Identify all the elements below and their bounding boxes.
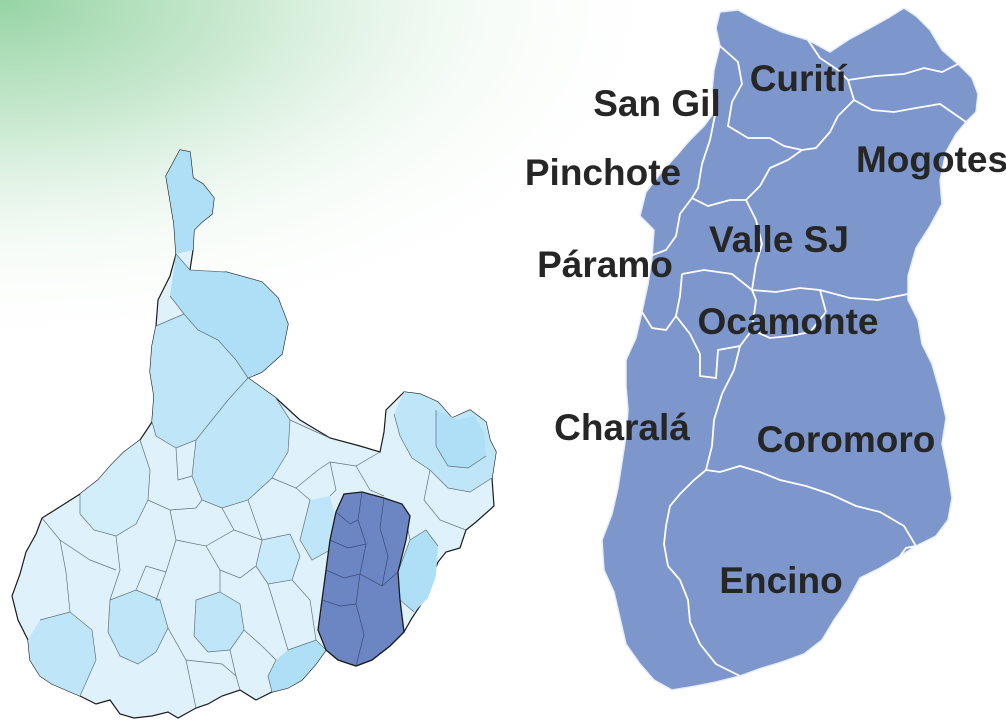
district-patch — [80, 440, 150, 536]
department-map — [11, 149, 497, 719]
region-label-coromoro: Coromoro — [757, 419, 936, 460]
province-outline — [601, 7, 979, 691]
district-patch — [256, 534, 300, 584]
district-patch — [170, 254, 288, 378]
region-label-ocamonte: Ocamonte — [698, 301, 879, 342]
district-patch — [192, 378, 290, 508]
district-boundaries — [39, 253, 493, 709]
district-patch — [398, 530, 438, 612]
municipality-boundaries — [641, 39, 967, 677]
region-label-charala: Charalá — [554, 407, 690, 448]
region-label-san-gil: San Gil — [593, 83, 720, 124]
highlighted-province-boundaries — [321, 491, 399, 667]
district-patch — [108, 590, 168, 664]
district-patch — [194, 592, 244, 652]
highlighted-province — [317, 491, 411, 667]
district-patch — [166, 150, 214, 254]
region-label-pinchote: Pinchote — [525, 152, 681, 193]
district-patch — [150, 314, 248, 448]
region-label-mogotes: Mogotes — [856, 139, 1006, 180]
region-label-paramo: Páramo — [537, 244, 673, 285]
region-label-curiti: Curití — [750, 58, 848, 99]
district-patch — [436, 410, 486, 468]
province-detail-map: Curití San Gil Mogotes Pinchote Valle SJ… — [525, 7, 1006, 691]
district-patch — [268, 640, 326, 692]
district-patch — [300, 496, 336, 560]
district-patch — [28, 612, 96, 696]
region-label-valle-sj: Valle SJ — [709, 219, 849, 260]
region-label-encino: Encino — [719, 560, 842, 601]
